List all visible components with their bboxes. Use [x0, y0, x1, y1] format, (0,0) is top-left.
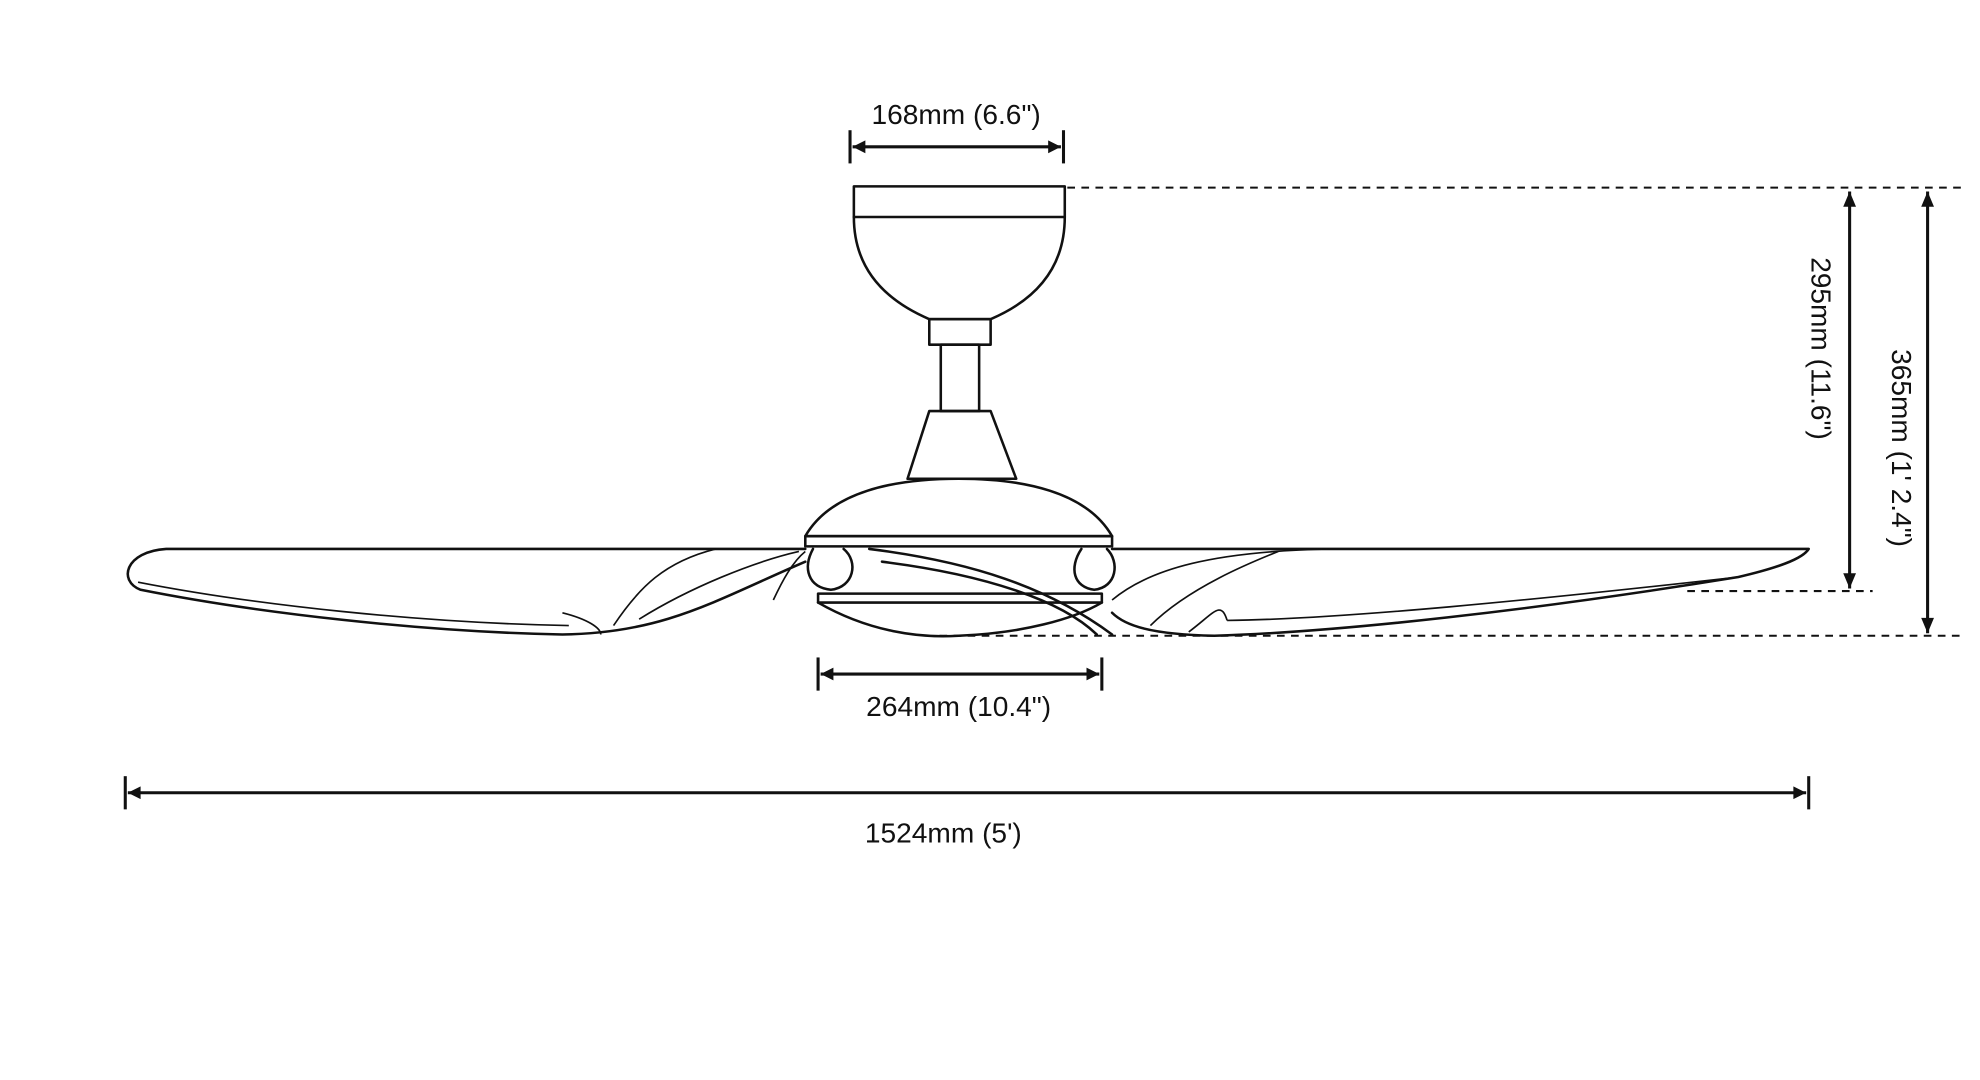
- overall-height-label: 365mm (1' 2.4"): [1886, 349, 1917, 547]
- dimension-overall-height: 365mm (1' 2.4"): [1886, 191, 1934, 634]
- fan-blade-left: [126, 547, 807, 636]
- fan-blade-right: [1110, 547, 1810, 638]
- fan-canopy: [852, 185, 1067, 346]
- fan-motor-housing: [804, 477, 1116, 638]
- fan-blade-center: [867, 547, 1114, 636]
- height-to-blade-label: 295mm (11.6"): [1805, 257, 1836, 440]
- dimension-motor-width: 264mm (10.4"): [816, 657, 1104, 722]
- dimension-canopy-width: 168mm (6.6"): [848, 99, 1066, 164]
- fan-downrod: [906, 343, 1018, 480]
- canopy-width-label: 168mm (6.6"): [871, 99, 1040, 130]
- motor-width-label: 264mm (10.4"): [866, 691, 1051, 722]
- blade-span-label: 1524mm (5'): [865, 818, 1022, 849]
- dimension-blade-span: 1524mm (5'): [123, 776, 1811, 849]
- dimension-height-to-blade: 295mm (11.6"): [1805, 191, 1857, 589]
